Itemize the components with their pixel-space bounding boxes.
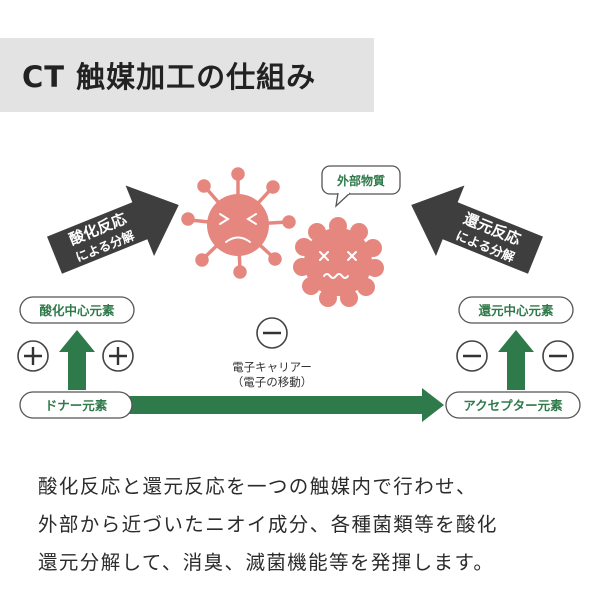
- title-banner: [0, 38, 374, 112]
- acceptor-up-arrow: [498, 330, 534, 390]
- plus-sign-icon: [17, 340, 49, 372]
- reduction-arrow: 還元反応 による分解: [411, 185, 543, 274]
- donor-text: ドナー元素: [45, 398, 108, 413]
- reduction-center-label: 還元中心元素: [458, 296, 574, 324]
- mechanism-diagram: 酸化反応 による分解 還元反応 による分解: [17, 165, 581, 422]
- carrier-line2: （電子の移動）: [232, 375, 313, 389]
- bubble-label: 外部物質: [337, 173, 385, 188]
- description: 酸化反応と還元反応を一つの触媒内で行わせ、 外部から近づいたニオイ成分、各種菌類…: [38, 468, 578, 582]
- reduction-center-text: 還元中心元素: [478, 303, 554, 318]
- electron-minus-icon: [256, 317, 288, 349]
- virus-icon: [181, 167, 296, 279]
- oxidation-center-label: 酸化中心元素: [19, 296, 135, 324]
- donor-label: ドナー元素: [19, 391, 133, 419]
- donor-up-arrow: [59, 330, 95, 390]
- minus-sign-icon: [456, 340, 488, 372]
- external-substance-bubble: 外部物質: [321, 165, 401, 208]
- carrier-line1: 電子キャリアー: [232, 360, 312, 374]
- plus-sign-icon: [102, 340, 134, 372]
- description-line: 還元分解して、消臭、滅菌機能等を発揮します。: [38, 551, 495, 574]
- description-line: 酸化反応と還元反応を一つの触媒内で行わせ、: [38, 475, 477, 498]
- electron-transfer-arrow: [120, 388, 444, 422]
- minus-sign-icon: [542, 340, 574, 372]
- oxidation-arrow: 酸化反応 による分解: [47, 185, 179, 274]
- description-line: 外部から近づいたニオイ成分、各種菌類等を酸化: [38, 513, 498, 536]
- bacteria-icon: [293, 217, 384, 307]
- acceptor-text: アクセプター元素: [463, 398, 563, 413]
- acceptor-label: アクセプター元素: [445, 391, 581, 419]
- oxidation-center-text: 酸化中心元素: [39, 303, 115, 318]
- page-title: CT 触媒加工の仕組み: [22, 60, 317, 94]
